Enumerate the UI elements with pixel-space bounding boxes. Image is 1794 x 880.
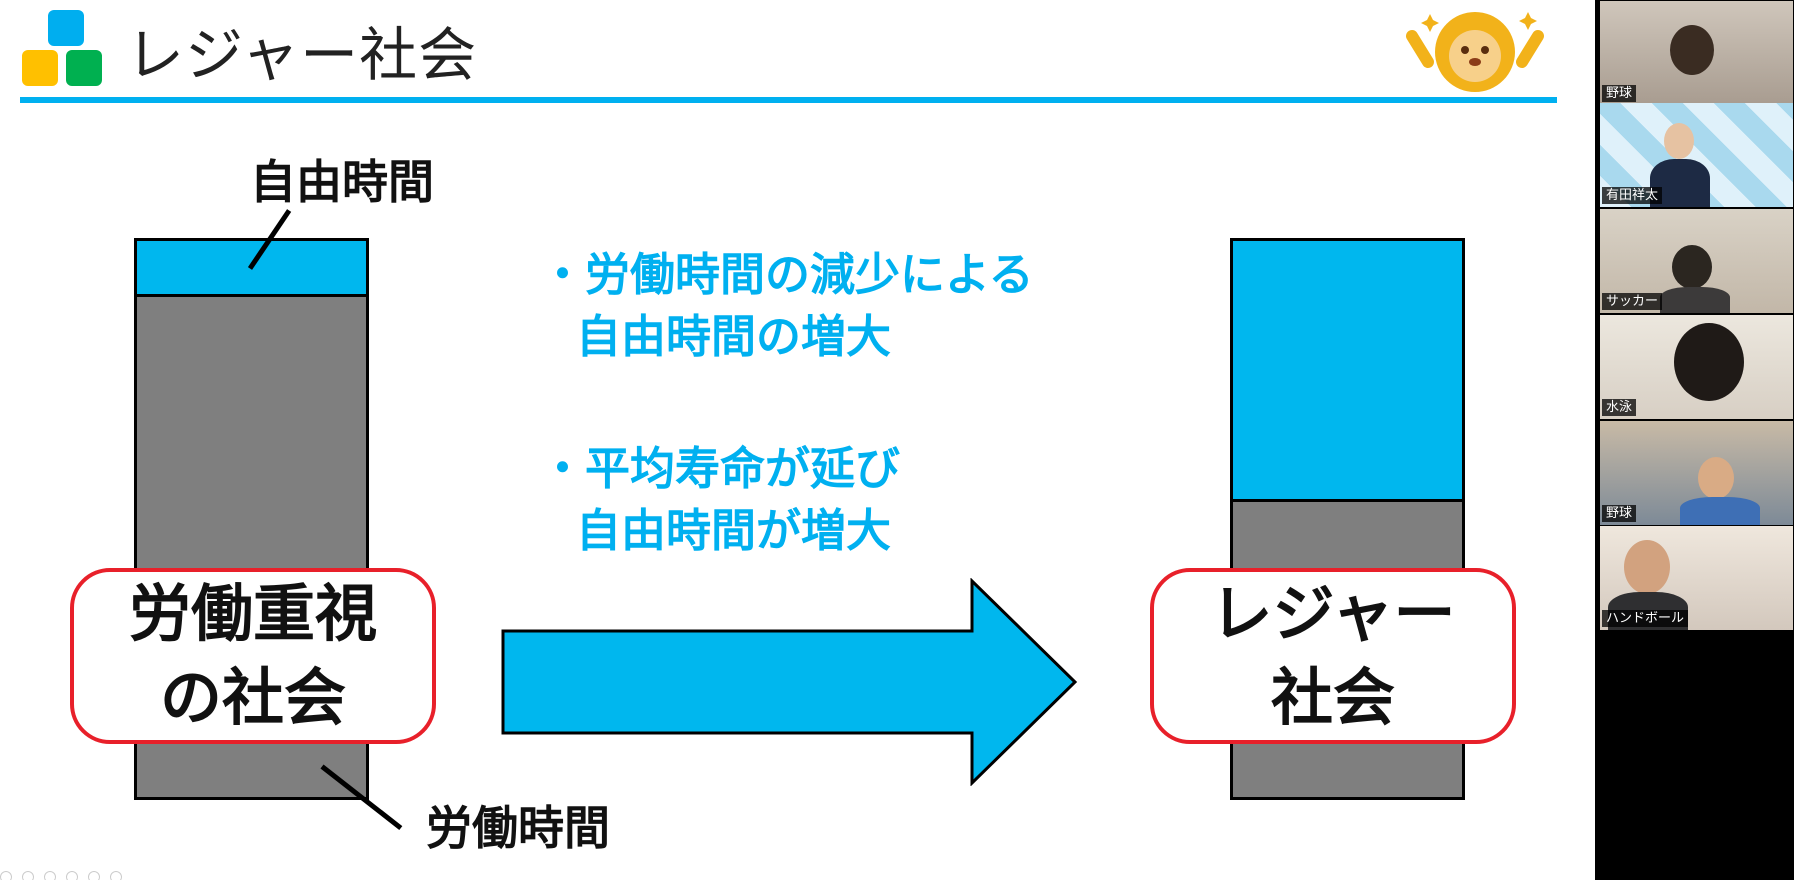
slide-nav-dots	[0, 868, 132, 880]
participant-name: 有田祥太	[1602, 187, 1663, 204]
participant-tile[interactable]: ハンドボール	[1600, 526, 1793, 630]
participant-tile[interactable]: 野球	[1600, 1, 1793, 105]
leisure-society-callout: レジャー 社会	[1150, 568, 1516, 744]
work-time-label: 労働時間	[426, 801, 610, 855]
lion-mascot-icon	[1406, 12, 1544, 92]
participant-tile[interactable]: 水泳	[1600, 315, 1793, 419]
callout-line: 労働重視	[128, 577, 377, 650]
right-arrow-icon	[501, 578, 1078, 786]
nav-dot[interactable]	[88, 871, 100, 880]
participant-name: 野球	[1602, 85, 1637, 102]
slide-title: レジャー社会	[126, 21, 478, 89]
nav-dot[interactable]	[22, 871, 34, 880]
participant-tile[interactable]: 有田祥太	[1600, 103, 1793, 207]
participant-name: 水泳	[1602, 399, 1637, 416]
participant-name: 野球	[1602, 505, 1637, 522]
participant-tile[interactable]: 野球	[1600, 421, 1793, 525]
title-underline	[20, 97, 1557, 103]
bullet-line: ・労働時間の減少による	[540, 248, 1034, 301]
work-society-callout: 労働重視 の社会	[70, 568, 436, 744]
nav-dot[interactable]	[44, 871, 56, 880]
nav-dot[interactable]	[110, 871, 122, 880]
nav-dot[interactable]	[66, 871, 78, 880]
callout-line: の社会	[159, 661, 346, 734]
presentation-slide: レジャー社会 自由時間 労働時間 労働重視 の社会 ・労働時間の減少による 自由…	[0, 10, 1557, 880]
bullet-point: ・労働時間の減少による 自由時間の増大	[540, 244, 1034, 368]
bullet-point: ・平均寿命が延び 自由時間が増大	[540, 438, 900, 562]
participant-name: サッカー	[1602, 293, 1663, 310]
participant-tile[interactable]: サッカー	[1600, 209, 1793, 313]
participant-name: ハンドボール	[1602, 610, 1689, 627]
bullet-line: ・平均寿命が延び	[540, 442, 901, 495]
nav-dot[interactable]	[0, 871, 12, 880]
free-time-label: 自由時間	[250, 155, 434, 209]
bullet-line: 自由時間が増大	[576, 504, 892, 557]
callout-line: レジャー	[1210, 577, 1456, 650]
callout-line: 社会	[1270, 661, 1395, 734]
bullet-line: 自由時間の増大	[576, 310, 892, 363]
free-time-segment	[1233, 241, 1462, 503]
